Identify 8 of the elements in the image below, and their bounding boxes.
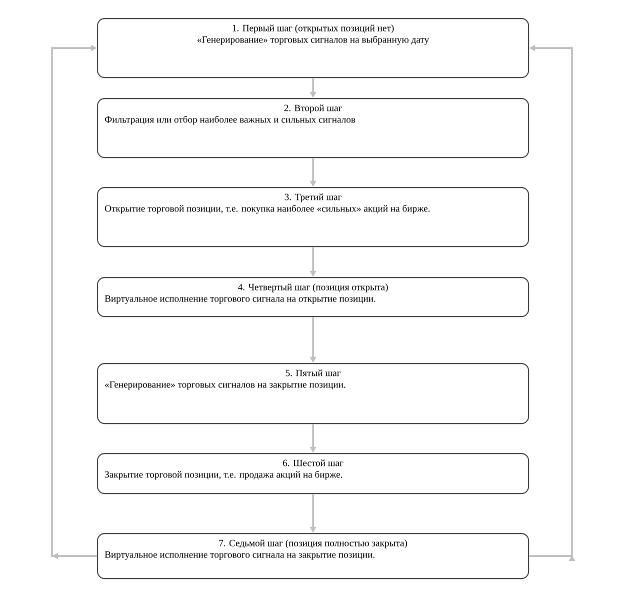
step-box: 2. Второй шаг Фильтрация или отбор наиболее важных и сильных сигналов <box>97 98 530 158</box>
step-box: 1. Первый шаг (открытых позиций нет) «Генерирование» торговых сигналов на выбранную дату <box>97 18 530 78</box>
step-box: 4. Четвертый шаг (позиция открыта) Виртуальное исполнение торгового сигнала на открытие позиции. <box>97 277 530 318</box>
step-box: 6. Шестой шаг Закрытие торговой позиции, т.е. продажа акций на бирже. <box>97 453 530 494</box>
step-box: 7. Седьмой шаг (позиция полностью закрыта) Виртуальное исполнение торгового сигнала на закрытие позиции. <box>97 533 530 580</box>
loop-arrow <box>51 44 97 560</box>
step-box: 5. Пятый шаг «Генерирование» торговых сигналов на закрытие позиции. <box>97 363 530 424</box>
step-box: 3. Третий шаг Открытие торговой позиции, т.е. покупка наиболее «сильных» акций на бирже. <box>97 187 530 248</box>
